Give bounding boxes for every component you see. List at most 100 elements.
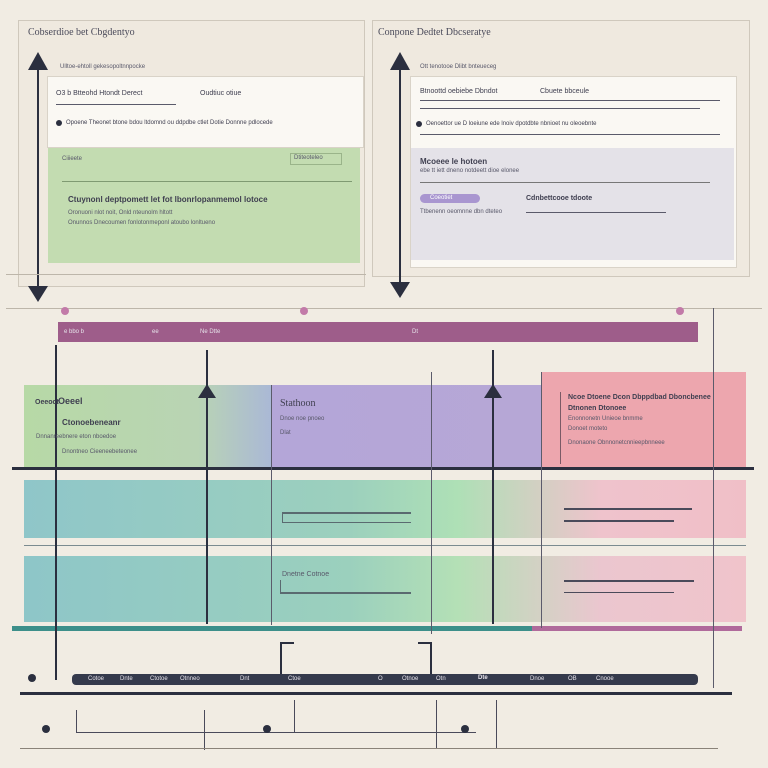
- timeline-top-mid-label-2: Ne Dtte: [200, 329, 221, 335]
- green-line-1: Oronuoni nlot noit, Onld nteunolm hltott: [68, 210, 173, 216]
- bullet-dot: [416, 121, 422, 127]
- magenta-timeline-bar: [58, 322, 698, 342]
- timeline-pin: [300, 307, 308, 315]
- arrow-up-icon: [28, 52, 48, 70]
- divider: [420, 100, 720, 101]
- divider: [420, 108, 700, 109]
- timeline-pin: [61, 307, 69, 315]
- band-separator: [24, 545, 746, 546]
- band-line: [564, 580, 694, 582]
- pink-column-line-4: Dnonaone Obnnonetcnnieepbnneee: [568, 440, 665, 446]
- timeline-pin: [676, 307, 684, 315]
- guide-vertical: [55, 345, 57, 680]
- progress-line: [282, 512, 411, 523]
- green-column-heading: Ctonoebeneanr: [62, 418, 121, 427]
- band-base-line: [12, 626, 532, 631]
- ruler-tick: [76, 710, 77, 732]
- left-vertical-arrow-shaft: [37, 62, 39, 296]
- ruler-tick: [294, 700, 295, 732]
- purple-column-title: Stathoon: [280, 398, 316, 409]
- ruler-tick: [436, 700, 437, 748]
- timeline-top-left-label: e bbo b: [64, 329, 85, 335]
- green-column-title: Oeeel: [58, 396, 83, 406]
- grey-small: Ttbenenn oeomnne dbn dteteo: [420, 209, 503, 215]
- guide-vertical: [492, 350, 494, 624]
- ruler-tick: [204, 710, 205, 750]
- divider: [526, 212, 666, 213]
- guide-vertical: [713, 308, 714, 688]
- ruler-dot: [461, 725, 469, 733]
- right-doc-line-2: Oenoettor ue D loeiune ede lnoiv dpotdbt…: [426, 121, 597, 127]
- green-column-line-2: Dnontneo Cieeneebeteonee: [62, 449, 138, 455]
- right-doc-line-1b: Cbuete bbceule: [540, 88, 590, 95]
- green-line-2: Onunnos Dnecoumen fonlotonmeponl atoubo …: [68, 220, 216, 226]
- left-doc-line-1b: Oudtiuc otiue: [200, 90, 242, 97]
- arrow-up-icon: [198, 384, 216, 398]
- bullet-dot: [56, 120, 62, 126]
- progress-line: [280, 580, 411, 594]
- green-tag-label: Dtiteoteleo: [294, 155, 323, 161]
- teal-band-lower: [24, 556, 746, 622]
- green-column-line-1: Dnnanreebnere eton nboedoe: [36, 434, 117, 440]
- grey-line: ebe tt iett dneno notdeett dioe elonee: [420, 168, 520, 174]
- timeline-label: Ctotoe: [150, 676, 168, 682]
- pink-column-line-2: Enonnonetn Unieoe bnmme: [568, 416, 643, 422]
- grey-heading: Mcoeee le hotoen: [420, 157, 488, 166]
- right-doc-line-1a: Btnoottd oebiebe Dbndot: [420, 88, 498, 95]
- bracket: [280, 642, 294, 674]
- pink-band: [542, 372, 746, 467]
- timeline-label: Dnt: [240, 676, 250, 682]
- timeline-label: Otn: [436, 676, 446, 682]
- green-tag: [290, 153, 342, 165]
- pink-column-line-1: Dtnonen Dtonoee: [568, 405, 627, 412]
- pink-column-heading: Ncoe Dtoene Dcon Dbppdbad Dboncbenee: [568, 394, 711, 401]
- ruler-dot: [263, 725, 271, 733]
- timeline-count-label: Dte: [478, 675, 488, 681]
- pill-button[interactable]: [420, 194, 480, 203]
- timeline-label: O: [378, 676, 383, 682]
- left-doc-line-2: Opoene Theonet btone bdou ltdomnd ou ddp…: [66, 120, 273, 126]
- mid-note: Dnetne Cotnoe: [282, 571, 330, 578]
- timeline-right-2: OB: [568, 676, 577, 682]
- green-rule: [62, 181, 352, 182]
- timeline-label: Otnneo: [180, 676, 200, 682]
- guide-line: [6, 308, 762, 309]
- ruler-line: [76, 732, 476, 733]
- guide-vertical: [271, 385, 272, 625]
- guide-vertical: [431, 372, 432, 634]
- right-grey-section: [411, 148, 734, 260]
- timeline-right-3: Cnooe: [596, 676, 614, 682]
- purple-column-line-1: Dnoe noe pnoeo: [280, 416, 325, 422]
- left-document-card: [47, 76, 364, 148]
- left-panel-subtitle: Ulltoe-ehtoll gekesopoltnnpocke: [60, 64, 146, 70]
- band-line: [564, 508, 692, 510]
- timeline-top-right-label: Dt: [412, 329, 418, 335]
- left-panel-title: Cobserdioe bet Cbgdentyo: [28, 27, 135, 38]
- timeline-label: Dnte: [120, 676, 133, 682]
- right-vertical-arrow-shaft: [399, 62, 401, 288]
- divider: [56, 104, 176, 105]
- bracket: [418, 642, 432, 674]
- timeline-label: Otnoe: [402, 676, 419, 682]
- grey-note: Cdnbettcooe tdoote: [526, 195, 593, 202]
- arrow-up-icon: [484, 384, 502, 398]
- pink-column-line-3: Donoet moteto: [568, 426, 608, 432]
- arrow-down-icon: [28, 286, 48, 302]
- timeline-top-mid-label-1: ee: [152, 329, 159, 335]
- green-section-label: Ciiieete: [62, 156, 83, 162]
- purple-column-line-2: Dlat: [280, 430, 291, 436]
- pink-column-rule: [560, 392, 561, 464]
- timeline-start-dot: [28, 674, 36, 682]
- band-line: [564, 520, 674, 522]
- divider: [420, 134, 720, 135]
- green-band: [24, 385, 272, 467]
- right-panel-subtitle: Ott tenotooe Dlibt bnteueceg: [420, 64, 497, 70]
- ruler-dot: [42, 725, 50, 733]
- band-separator: [12, 467, 754, 470]
- ruler-tick: [496, 700, 497, 748]
- base-axis: [20, 692, 732, 695]
- pill-label: Coeotiet: [430, 195, 453, 201]
- right-panel-title: Conpone Dedtet Dbcseratye: [378, 27, 491, 38]
- guide-vertical: [206, 350, 208, 624]
- arrow-down-icon: [390, 282, 410, 298]
